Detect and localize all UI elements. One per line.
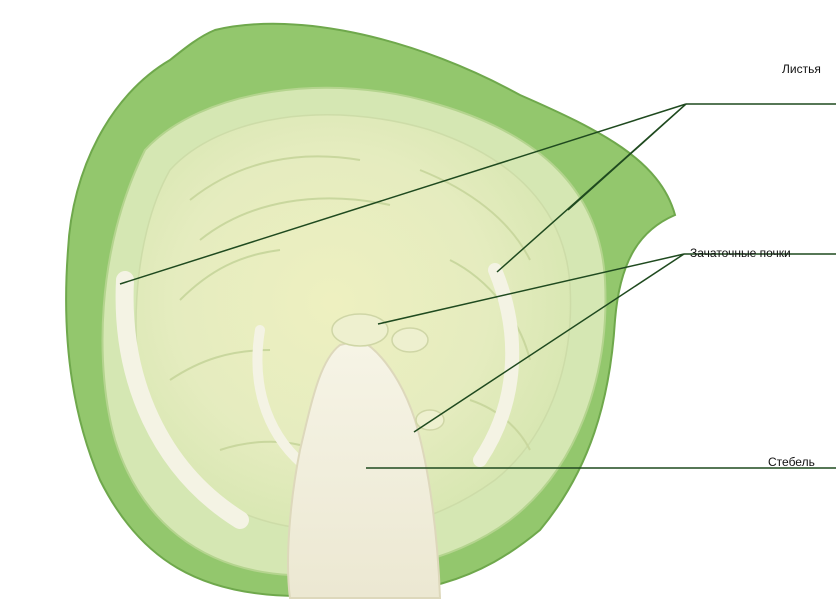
leaves-label: Листья xyxy=(782,62,821,76)
stem-label: Стебель xyxy=(768,455,815,469)
buds-label: Зачаточные почки xyxy=(690,246,791,260)
